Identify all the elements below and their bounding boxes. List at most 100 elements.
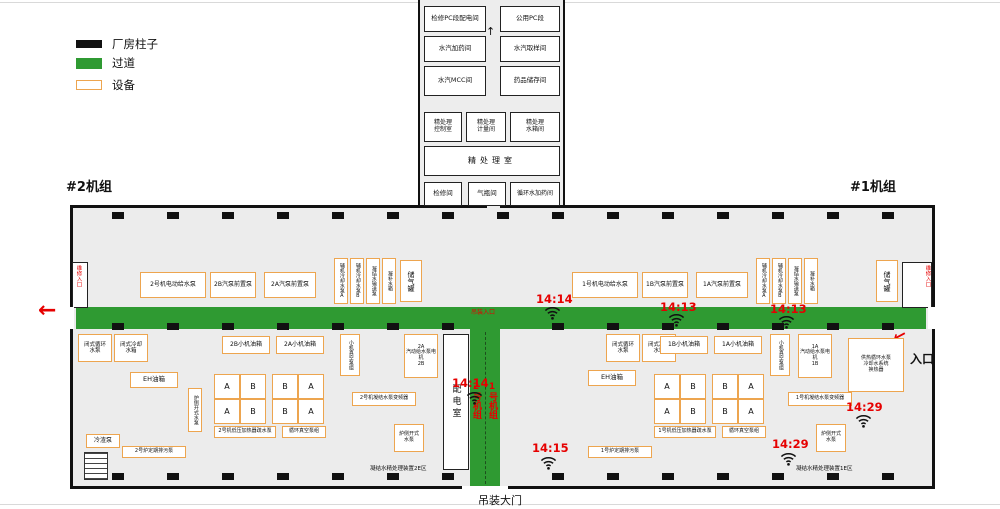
pillar [607,473,619,480]
pillar [882,212,894,219]
hoist-gate-opening [462,486,508,491]
equipment-box: 辅机冷却水泵A [334,258,348,304]
pump-cell: B [272,374,298,399]
pillar [167,212,179,219]
annex-room: 药品储存间 [500,66,560,96]
pump-cell: A [654,374,680,399]
pillar [717,323,729,330]
pump-cell: A [214,374,240,399]
scan-time-label: 14:29 [772,437,809,451]
equipment-box: 小机真空泵组 [340,334,360,376]
equipment-box: 闭式循环 水泵 [606,334,640,362]
pump-cell: A [298,399,324,424]
pump-cell: A [738,399,764,424]
equipment-box: 1号机低压加热器疏水泵 [654,426,716,438]
annex-door-gap [487,202,500,210]
annex-room: 气瓶间 [468,182,506,206]
pillar [112,323,124,330]
wall-opening-right [928,307,936,329]
pillar [497,212,509,219]
scan-time-label: 14:15 [532,441,569,455]
equipment-box: 2A汽泵前置泵 [264,272,316,298]
pump-cell: B [712,399,738,424]
pillar [662,212,674,219]
main-hall [70,205,935,489]
equipment-box: 炉侧开式 水泵 [816,424,846,452]
annex-room: 精处理 计量间 [466,112,506,142]
equipment-box: 2号机低压加热器疏水泵 [214,426,276,438]
wall-opening-left [67,307,74,329]
pillar [222,473,234,480]
entrance-label: 入口 [910,352,935,366]
scan-time-label: 14:14 [536,292,573,306]
resin-area-2e-label: 凝结水精处理装置2E区 [370,466,427,472]
annex-room: 检修间 [424,182,462,206]
pillar [772,473,784,480]
unit2-heading: #2机组 [66,180,112,195]
unit1-corridor-label: 1号机组 [487,382,497,419]
scan-time-label: 14:29 [846,400,883,414]
pillar [277,323,289,330]
equipment-box: 循环真空泵组 [722,426,766,438]
pillar [662,323,674,330]
equipment-box: 冷渣泵 [86,434,120,448]
pump-cell: B [712,374,738,399]
pump-cell: B [680,399,706,424]
annex-corridor-arrow: ↑ [486,25,496,38]
legend-label: 厂房柱子 [112,37,158,51]
equipment-box: 2A小机油箱 [276,336,324,354]
hoist-gate-label: 吊装大门 [478,494,522,507]
scan-time-label: 14:13 [660,300,697,314]
scan-time-label: 14:13 [770,302,807,316]
annex-room: 检修PC段配电间 [424,6,486,32]
wifi-icon [668,312,685,331]
pump-cell: A [214,399,240,424]
equipment-box: 1A 汽动给水泵电机 1B [798,334,832,378]
equipment-box: 1A汽泵前置泵 [696,272,748,298]
annex-room: 精处理室 [424,146,560,176]
pillar [167,473,179,480]
pillar [442,473,454,480]
equipment-box: 凝结水输送泵 [366,258,380,304]
pillar [222,212,234,219]
scan-time-label: 14:14 [452,376,489,390]
equipment-box: 2号机电动给水泵 [140,272,206,298]
equipment-box: 2号炉定期排污泵 [122,446,186,458]
pillar [717,212,729,219]
annex-room: 公用PC段 [500,6,560,32]
pillar [332,473,344,480]
annex-room: 精处理 控制室 [424,112,462,142]
legend-label: 过道 [112,56,135,70]
equipment-box: 1号机凝结水泵变频器 [788,392,852,406]
equipment-box: 2号机凝结水泵变频器 [352,392,416,406]
equipment-box: 供热循环水泵 冷却水系统 换热器 [848,338,904,392]
annex-room: 水汽加药间 [424,36,486,62]
maint-entry-right-label: 维修入口 [924,265,931,287]
maint-entry-left-label: 维修入口 [75,265,82,287]
annex-room: 精处理 水箱间 [510,112,560,142]
pillar [827,323,839,330]
equipment-box: 2B汽泵前置泵 [210,272,256,298]
pillar [882,323,894,330]
pump-cell: B [680,374,706,399]
wifi-icon [544,305,561,324]
equipment-box: 1号机电动给水泵 [572,272,638,298]
equipment-box: 凝补水箱 [382,258,396,304]
equipment-box: 储气罐 [876,260,898,302]
pillar [827,212,839,219]
pillar [772,323,784,330]
equipment-box: 1B小机油箱 [660,336,708,354]
equipment-box: 2A 汽动给水泵电机 2B [404,334,438,378]
equipment-box: 1B汽泵前置泵 [642,272,688,298]
equipment-box: 循环真空泵组 [282,426,326,438]
equipment-box: EH油箱 [130,372,178,388]
equipment-box: 炉侧开式水泵 [188,388,202,432]
aisle-divider-dashed [470,332,486,484]
bottom-divider [0,504,1000,505]
pillar [827,473,839,480]
aisle-swatch-icon [76,57,102,69]
equipment-box: 辅机冷却水泵B [350,258,364,304]
legend-item-aisle: 过道 [76,55,135,71]
pillar [607,212,619,219]
equipment-box: 辅机冷却水泵A [756,258,770,304]
